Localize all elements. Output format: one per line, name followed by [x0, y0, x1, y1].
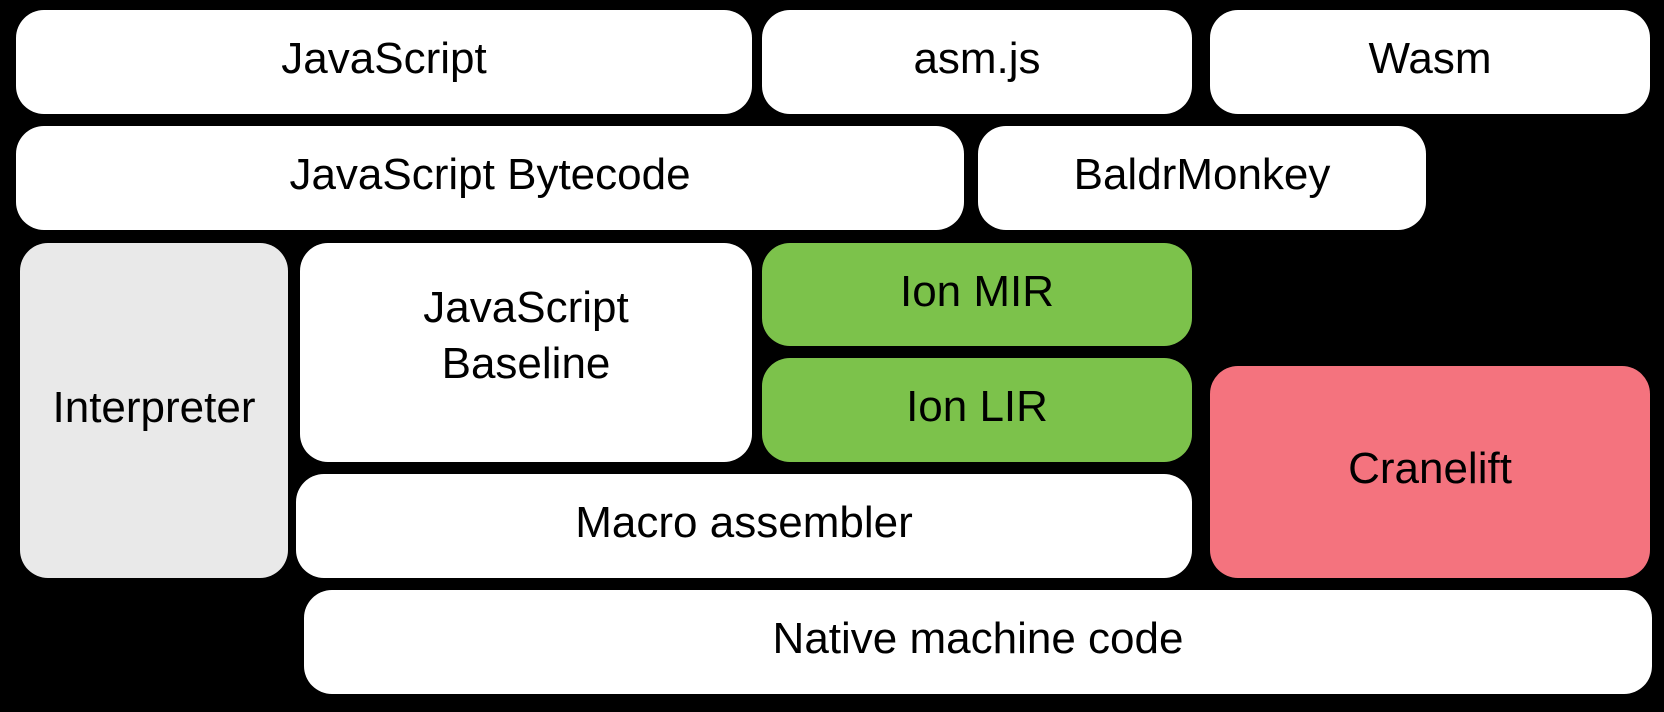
box-javascript-baseline-label-line1: JavaScript [423, 282, 629, 332]
box-wasm-label: Wasm [1368, 34, 1492, 83]
box-asmjs: asm.js [762, 10, 1192, 114]
box-javascript-baseline: JavaScript Baseline [300, 243, 752, 462]
box-interpreter: Interpreter [20, 243, 288, 578]
box-ion-lir-label: Ion LIR [906, 382, 1048, 431]
box-ion-lir: Ion LIR [762, 358, 1192, 462]
box-cranelift-label: Cranelift [1348, 444, 1512, 493]
box-native-machine-code-label: Native machine code [772, 614, 1184, 663]
box-cranelift: Cranelift [1210, 366, 1650, 578]
box-ion-mir: Ion MIR [762, 243, 1192, 346]
box-asmjs-label: asm.js [913, 34, 1041, 83]
box-baldrmonkey-label: BaldrMonkey [1073, 150, 1331, 199]
box-javascript-bytecode-label: JavaScript Bytecode [289, 150, 691, 199]
box-javascript-label: JavaScript [281, 34, 487, 83]
box-wasm: Wasm [1210, 10, 1650, 114]
box-macro-assembler-label: Macro assembler [575, 498, 913, 547]
box-native-machine-code: Native machine code [304, 590, 1652, 694]
box-baldrmonkey: BaldrMonkey [978, 126, 1426, 230]
box-javascript-bytecode: JavaScript Bytecode [16, 126, 964, 230]
box-ion-mir-label: Ion MIR [899, 266, 1055, 316]
box-interpreter-label: Interpreter [52, 382, 256, 432]
box-macro-assembler: Macro assembler [296, 474, 1192, 578]
box-javascript: JavaScript [16, 10, 752, 114]
box-javascript-baseline-label-line2: Baseline [441, 338, 611, 388]
